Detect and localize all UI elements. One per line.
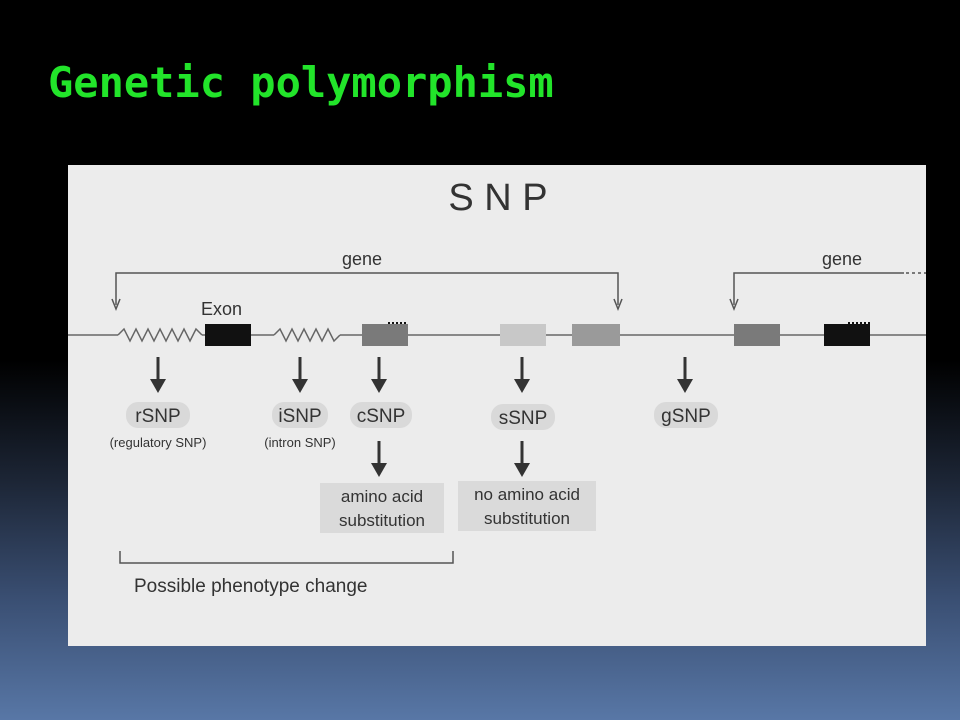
exon-box-gene2-1 bbox=[734, 324, 780, 346]
isnp-label: iSNP bbox=[278, 406, 321, 427]
snp-diagram: S N P gene gene Exon bbox=[68, 177, 926, 597]
arrow-ssnp-effect bbox=[514, 441, 530, 477]
arrow-isnp bbox=[292, 357, 308, 393]
phenotype-label: Possible phenotype change bbox=[134, 576, 367, 597]
arrow-ssnp bbox=[514, 357, 530, 393]
rsnp-label: rSNP bbox=[135, 406, 180, 427]
arrow-rsnp bbox=[150, 357, 166, 393]
csnp-label: cSNP bbox=[357, 406, 406, 427]
arrow-csnp-effect bbox=[371, 441, 387, 477]
ssnp-label: sSNP bbox=[499, 408, 548, 429]
exon-box-ssnp bbox=[500, 324, 546, 346]
amino-acid-line2: substitution bbox=[339, 511, 425, 530]
no-amino-acid-box bbox=[458, 481, 596, 531]
exon-box-csnp bbox=[362, 324, 408, 346]
no-amino-acid-line1: no amino acid bbox=[474, 485, 580, 504]
exon-box-gene2-2 bbox=[824, 324, 870, 346]
gsnp-label: gSNP bbox=[661, 406, 711, 427]
gene-label-2: gene bbox=[822, 249, 862, 269]
exon-box-grey bbox=[572, 324, 620, 346]
rsnp-sub-label: (regulatory SNP) bbox=[110, 435, 207, 450]
phenotype-bracket bbox=[119, 551, 454, 564]
amino-acid-line1: amino acid bbox=[341, 487, 423, 506]
isnp-sub-label: (intron SNP) bbox=[264, 435, 336, 450]
exon-box-black-1 bbox=[205, 324, 251, 346]
dna-strand bbox=[68, 327, 926, 343]
gene-label-1: gene bbox=[342, 249, 382, 269]
exon-label: Exon bbox=[201, 299, 242, 319]
gene-bracket-1 bbox=[111, 272, 623, 312]
arrow-csnp bbox=[371, 357, 387, 393]
snp-figure: S N P gene gene Exon bbox=[68, 165, 926, 646]
slide-title: Genetic polymorphism bbox=[48, 58, 554, 107]
arrow-gsnp bbox=[677, 357, 693, 393]
figure-title: S N P bbox=[448, 177, 547, 219]
amino-acid-box bbox=[320, 483, 444, 533]
no-amino-acid-line2: substitution bbox=[484, 509, 570, 528]
gene-bracket-2 bbox=[729, 272, 926, 312]
